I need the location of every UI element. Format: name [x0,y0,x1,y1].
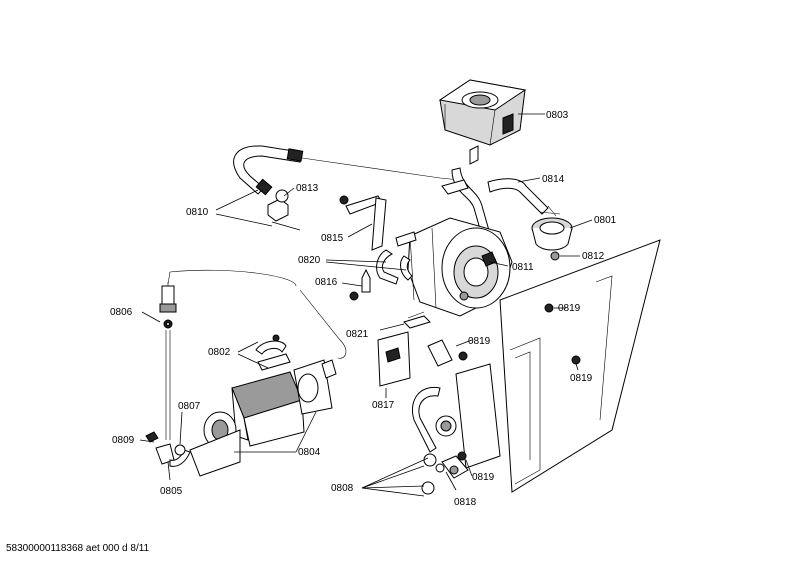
label-0819-d: 0819 [472,472,495,483]
label-0804: 0804 [298,447,321,458]
vertical-tube [165,330,171,440]
screws [457,303,581,461]
label-0817: 0817 [372,400,395,411]
label-0820: 0820 [298,255,321,266]
label-0816: 0816 [315,277,338,288]
label-0819-c: 0819 [570,373,593,384]
label-0810: 0810 [186,207,209,218]
water-tank-lid [438,79,527,165]
label-0805: 0805 [160,486,183,497]
label-0821: 0821 [346,329,369,340]
label-0813: 0813 [296,183,319,194]
label-0803: 0803 [546,110,569,121]
label-0808: 0808 [331,483,354,494]
label-0809: 0809 [112,435,135,446]
label-0818: 0818 [454,497,477,508]
part-labels: 0803 0814 0801 0812 0813 0810 0815 0820 … [110,110,617,508]
heater-block [407,217,513,317]
valve [441,455,469,479]
tank-hoses [441,167,549,237]
temperature-sensor [159,282,177,329]
thermal-fuse-wires [376,231,417,285]
label-0807: 0807 [178,401,201,412]
label-0815: 0815 [321,233,344,244]
pump [189,359,337,477]
flow-meter [531,205,573,261]
label-0819-b: 0819 [468,336,491,347]
label-0814: 0814 [542,174,565,185]
inlet-elbow [145,431,191,467]
drawing-reference: 58300000118368 aet 000 d 8/11 [6,543,150,554]
label-0801: 0801 [594,215,617,226]
drain-hose [412,386,445,495]
control-unit [377,331,501,469]
leader-lines [139,113,593,497]
upper-hose [233,145,461,196]
label-0812: 0812 [582,251,605,262]
signal-wire [167,269,347,359]
thermostat-bracket [339,195,387,251]
fixing-clip [403,311,431,329]
label-0806: 0806 [110,307,133,318]
housing-panel [499,239,661,493]
small-clip [349,268,371,301]
hose-connector [267,189,301,231]
label-0802: 0802 [208,347,231,358]
label-0819-a: 0819 [558,303,581,314]
pump-clamp [255,334,291,371]
label-0811: 0811 [512,262,534,273]
